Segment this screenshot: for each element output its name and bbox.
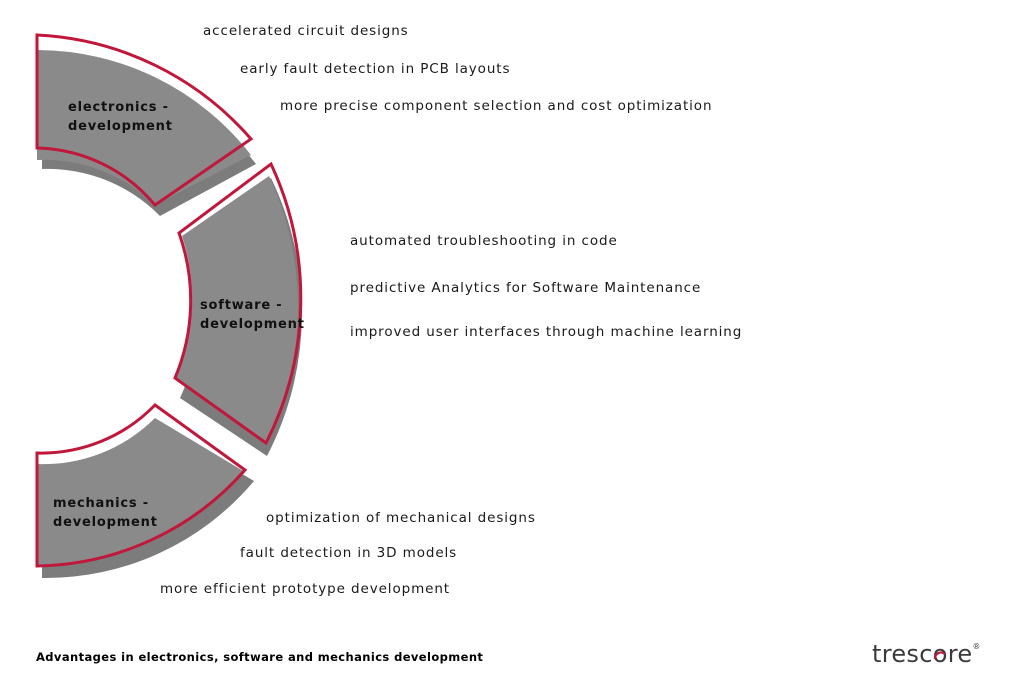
advantage-item: early fault detection in PCB layouts: [240, 61, 511, 77]
segment-label-software-line1: software -: [200, 298, 283, 313]
logo-text-start: tresc: [872, 640, 933, 668]
segment-label-electronics-line1: electronics -: [68, 100, 169, 115]
segment-software-outline: [173, 161, 303, 446]
segment-label-mechanics-line1: mechanics -: [53, 496, 149, 511]
segment-mechanics-outline: [35, 403, 248, 568]
segment-mechanics-fill: [37, 418, 245, 567]
segment-electronics: [35, 33, 256, 216]
segment-label-electronics-line2: development: [68, 119, 173, 134]
segment-mechanics: [35, 403, 254, 579]
logo-ring-icon: [933, 651, 946, 660]
segment-software-fill: [175, 176, 298, 443]
segment-electronics-outline: [35, 33, 254, 208]
advantage-item: accelerated circuit designs: [203, 23, 409, 39]
segment-label-mechanics-line2: development: [53, 515, 158, 530]
segment-label-electronics: electronics - development: [68, 98, 173, 136]
segment-software: [173, 161, 303, 456]
segment-label-software-line2: development: [200, 317, 305, 332]
registered-mark: ®: [972, 642, 981, 651]
advantage-item: fault detection in 3D models: [240, 545, 458, 561]
segment-label-mechanics: mechanics - development: [53, 494, 158, 532]
advantage-item: more precise component selection and cos…: [280, 98, 713, 114]
advantage-item: optimization of mechanical designs: [266, 510, 536, 526]
advantage-item: automated troubleshooting in code: [350, 233, 618, 249]
logo-text-o: o: [932, 640, 948, 668]
advantage-item: predictive Analytics for Software Mainte…: [350, 280, 702, 296]
advantage-item: improved user interfaces through machine…: [350, 324, 743, 340]
advantage-item: more efficient prototype development: [160, 581, 450, 597]
segment-label-software: software - development: [200, 296, 305, 334]
segment-electronics-fill: [37, 50, 251, 205]
logo-o-mark: o: [933, 640, 948, 668]
logo-text-end: re: [947, 640, 973, 668]
figure-caption: Advantages in electronics, software and …: [36, 650, 484, 664]
